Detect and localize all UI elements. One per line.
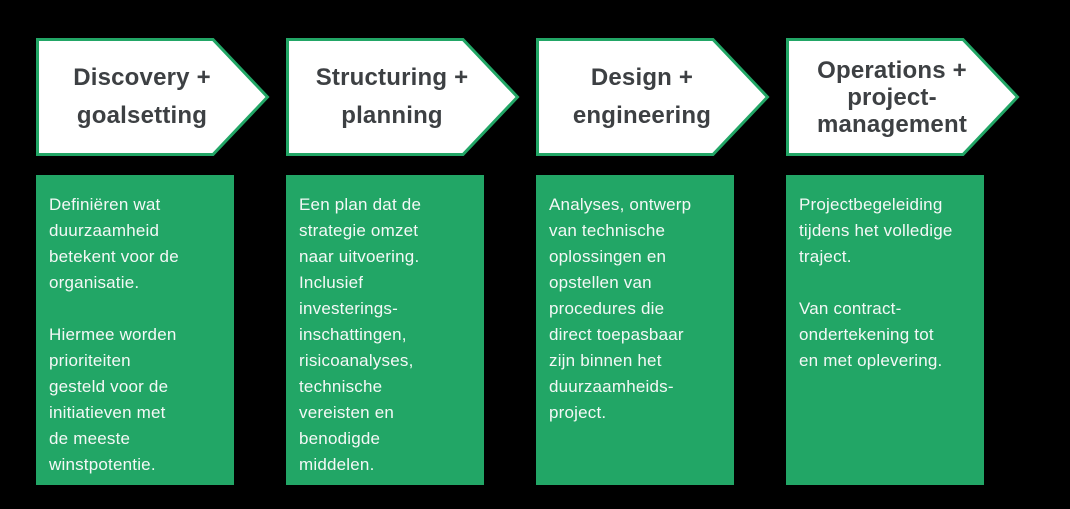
arrow-shape	[536, 38, 770, 156]
stage-column-structuring: Structuring + planning Een plan dat de s…	[286, 0, 520, 509]
stage-title: Design + engineering	[572, 64, 712, 129]
stage-title: Structuring + planning	[315, 64, 469, 129]
process-arrow	[536, 38, 770, 156]
description-paragraph: Projectbegeleiding tijdens het volledige…	[799, 195, 953, 266]
stage-column-operations: Operations + project- management Project…	[786, 0, 1020, 509]
stage-description: Projectbegeleiding tijdens het volledige…	[786, 175, 984, 485]
description-paragraph: Een plan dat de strategie omzet naar uit…	[299, 195, 422, 474]
process-arrow	[286, 38, 520, 156]
arrow-shape	[786, 38, 1020, 156]
description-paragraph: Definiëren wat duurzaamheid betekent voo…	[49, 195, 179, 292]
description-paragraph: Hiermee worden prioriteiten gesteld voor…	[49, 325, 177, 474]
stage-title: Discovery + goalsetting	[73, 64, 211, 129]
stage-description: Analyses, ontwerp van technische oplossi…	[536, 175, 734, 485]
stage-column-design: Design + engineering Analyses, ontwerp v…	[536, 0, 770, 509]
process-arrow	[36, 38, 270, 156]
stage-title: Operations + project- management	[816, 56, 968, 138]
stage-description: Een plan dat de strategie omzet naar uit…	[286, 175, 484, 485]
stage-description: Definiëren wat duurzaamheid betekent voo…	[36, 175, 234, 485]
arrow-shape	[286, 38, 520, 156]
description-paragraph: Van contract- ondertekening tot en met o…	[799, 299, 943, 370]
stage-column-discovery: Discovery + goalsetting Definiëren wat d…	[36, 0, 270, 509]
description-paragraph: Analyses, ontwerp van technische oplossi…	[549, 195, 692, 422]
process-arrow	[786, 38, 1020, 156]
arrow-shape	[36, 38, 270, 156]
